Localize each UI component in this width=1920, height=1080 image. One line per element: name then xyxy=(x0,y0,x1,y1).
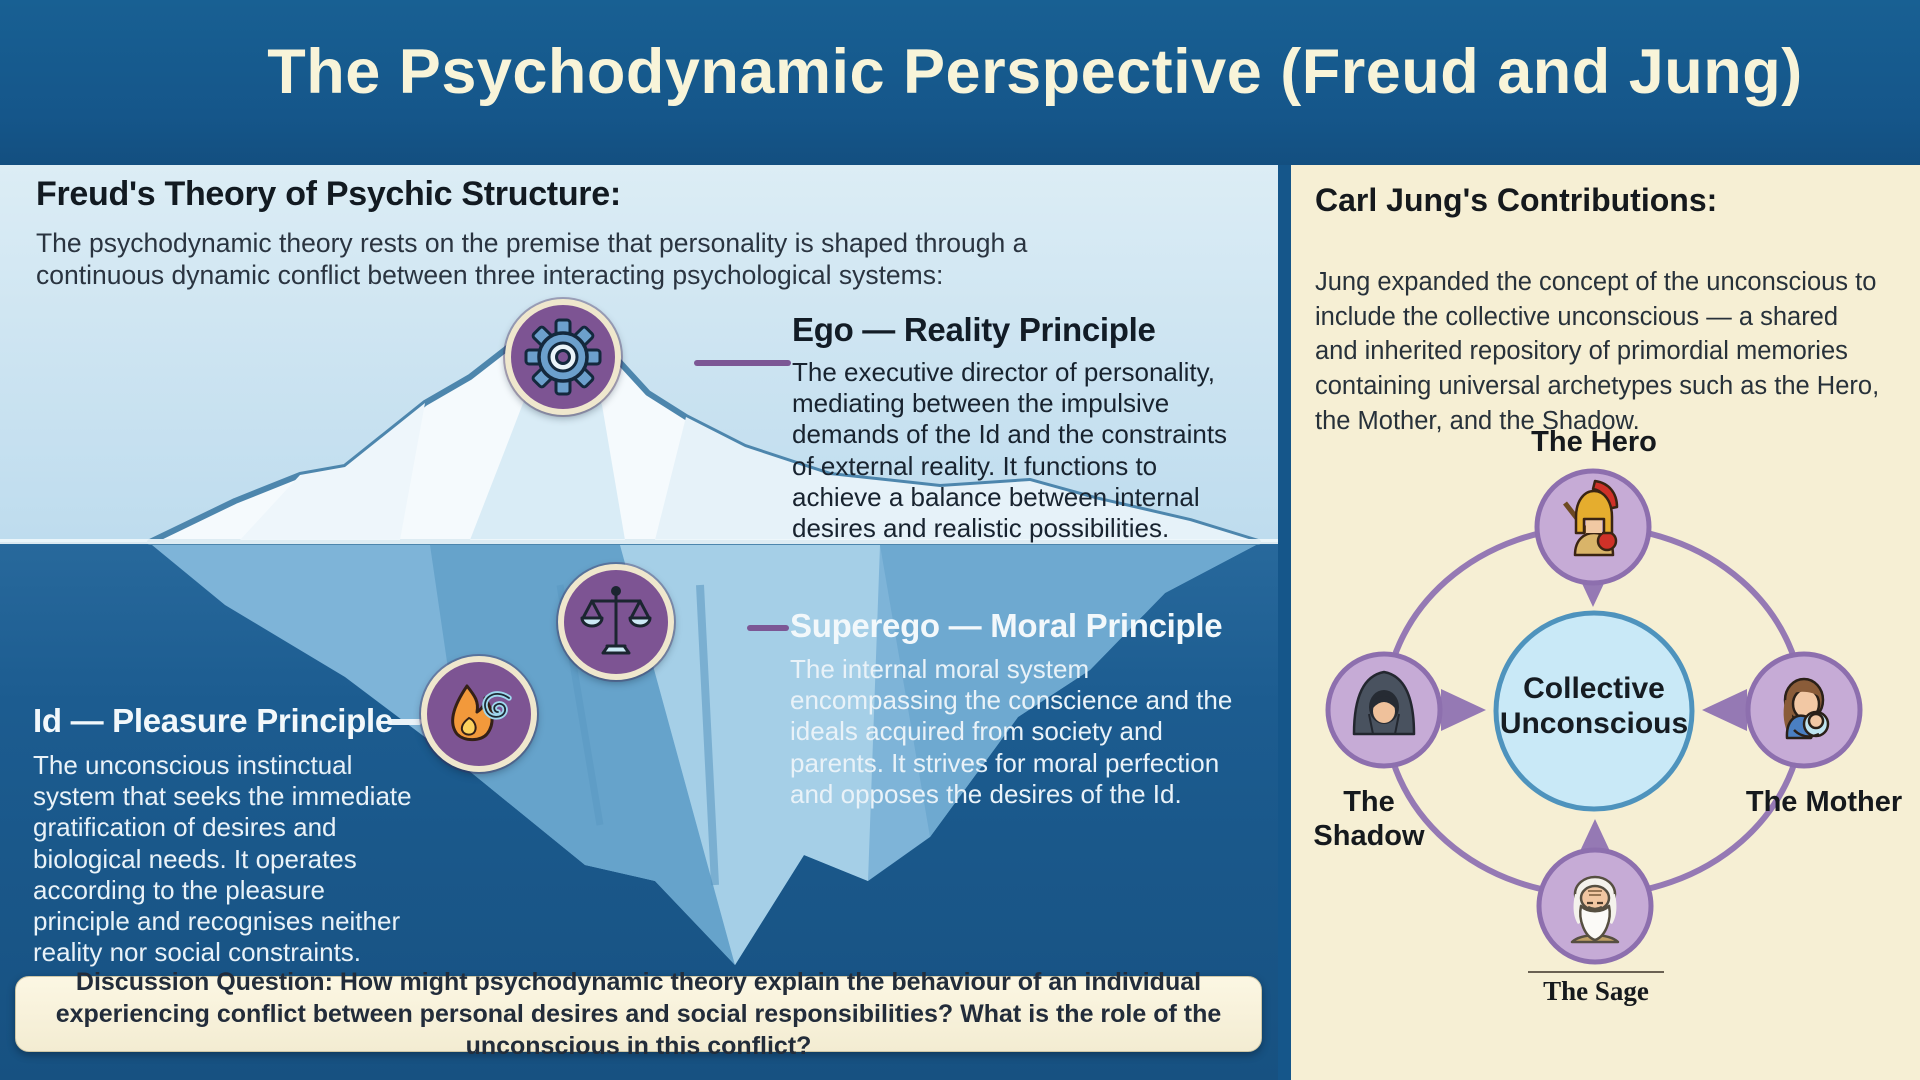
scales-icon xyxy=(580,586,652,655)
jung-section: Carl Jung's Contributions: Jung expanded… xyxy=(1291,165,1920,1080)
jung-heading: Carl Jung's Contributions: xyxy=(1315,182,1718,218)
archetype-ring-diagram xyxy=(1325,468,1863,965)
freud-intro: The psychodynamic theory rests on the pr… xyxy=(36,228,1028,291)
archetype-label-shadow: The Shadow xyxy=(1313,786,1425,853)
panel-divider xyxy=(1278,165,1291,1080)
id-title: Id — Pleasure Principle xyxy=(33,702,393,739)
id-description: The unconscious instinctual system that … xyxy=(33,750,412,968)
freud-heading: Freud's Theory of Psychic Structure: xyxy=(36,175,621,213)
ego-description: The executive director of personality, m… xyxy=(792,357,1228,543)
collective-unconscious-label: Collective Unconscious xyxy=(1499,672,1689,740)
iceberg-illustration xyxy=(0,304,1278,965)
archetype-label-sage: The Sage xyxy=(1528,971,1664,1008)
superego-title: Superego — Moral Principle xyxy=(790,607,1223,644)
id-icon-circle xyxy=(421,656,537,772)
collective-unconscious-circle xyxy=(1493,610,1695,812)
superego-icon-circle xyxy=(558,564,674,680)
discussion-question-box: Discussion Question: How might psychodyn… xyxy=(15,968,1262,1060)
archetype-label-mother: The Mother xyxy=(1745,786,1903,818)
page-title: The Psychodynamic Perspective (Freud and… xyxy=(267,37,1803,107)
header-banner: The Psychodynamic Perspective (Freud and… xyxy=(0,0,1920,165)
archetype-label-hero: The Hero xyxy=(1531,426,1657,458)
discussion-question-text: Discussion Question: How might psychodyn… xyxy=(55,968,1222,1060)
shadow-figure-icon xyxy=(1352,670,1416,736)
sage-elder-icon xyxy=(1570,875,1620,944)
hero-warrior-icon xyxy=(1563,479,1619,557)
gear-icon xyxy=(524,318,602,396)
mother-child-icon xyxy=(1783,677,1830,740)
freud-section: Freud's Theory of Psychic Structure: The… xyxy=(0,165,1278,1080)
flame-swirl-icon xyxy=(451,684,512,742)
ego-icon-circle xyxy=(505,299,621,415)
jung-intro: Jung expanded the concept of the unconsc… xyxy=(1315,268,1880,435)
superego-description: The internal moral system encompassing t… xyxy=(790,654,1233,809)
ego-title: Ego — Reality Principle xyxy=(792,311,1156,348)
